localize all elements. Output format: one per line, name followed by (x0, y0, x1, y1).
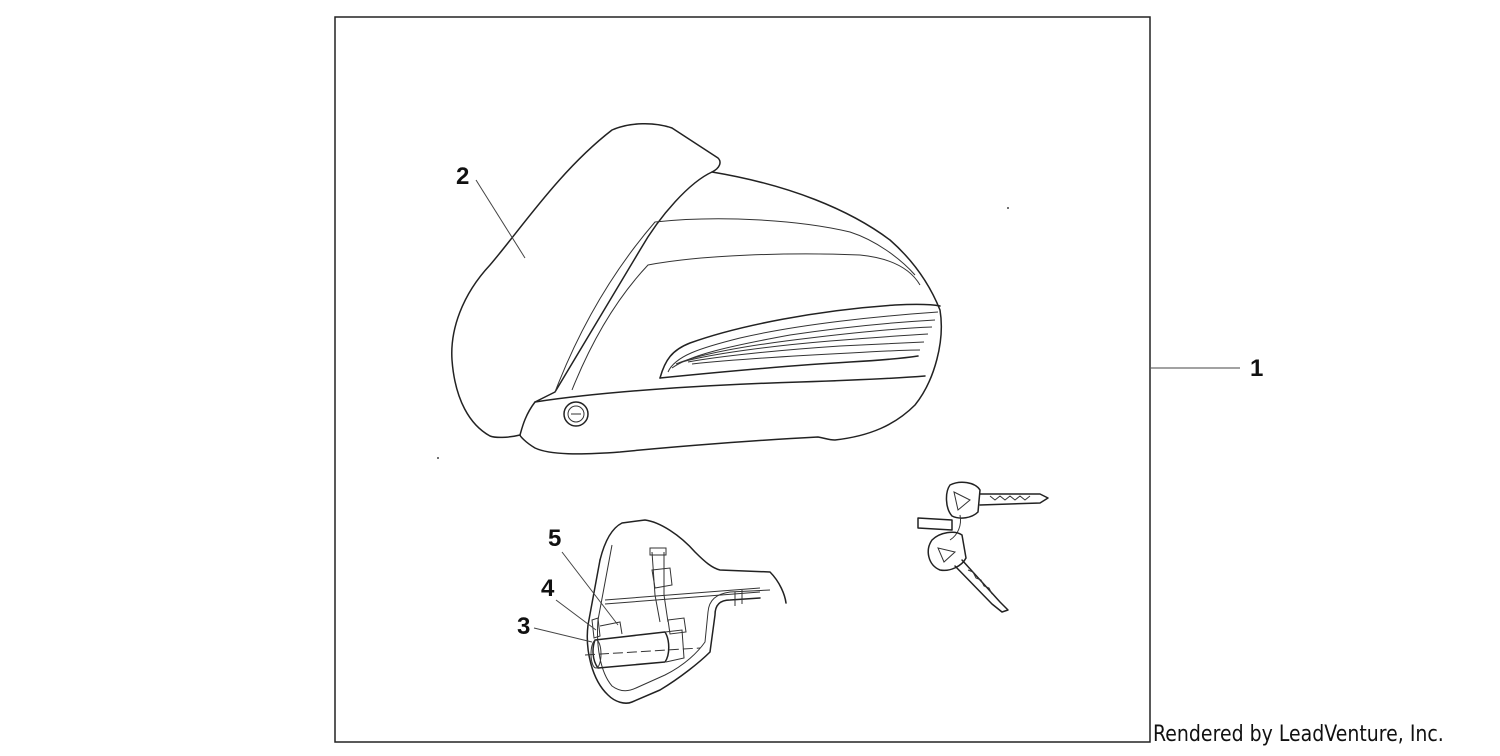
callout-3-leader (533, 627, 593, 643)
lock-assembly-icon (584, 519, 787, 704)
callout-4: 4 (541, 575, 555, 602)
credit-text: Rendered by LeadVenture, Inc. (1153, 722, 1444, 747)
keys-icon (917, 481, 1049, 613)
callout-1: 1 (1250, 355, 1263, 382)
callout-5-leader (561, 551, 619, 626)
saddlebag-icon (451, 123, 943, 455)
callout-3: 3 (517, 613, 530, 640)
callout-2-leader (475, 179, 526, 259)
callout-2: 2 (456, 163, 469, 190)
callout-4-leader (555, 599, 597, 631)
diagram-frame (334, 16, 1151, 743)
callout-5: 5 (548, 525, 561, 552)
